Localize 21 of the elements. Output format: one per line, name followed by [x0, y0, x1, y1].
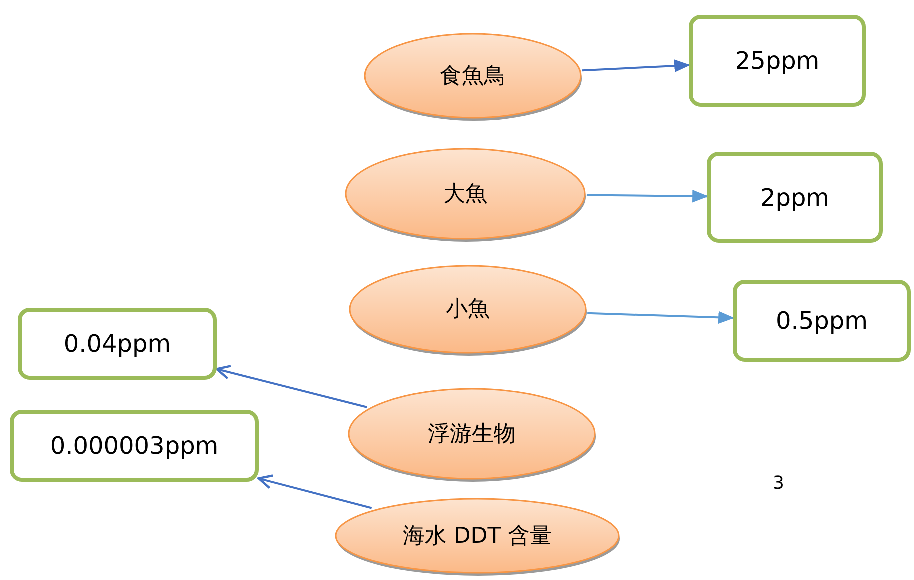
arrow — [586, 190, 709, 203]
concentration-value: 0.5ppm — [776, 306, 868, 337]
organism-label: 小魚 — [446, 296, 490, 324]
value-box — [733, 280, 911, 362]
arrow — [258, 474, 372, 510]
arrow — [588, 311, 735, 324]
arrow — [582, 60, 691, 72]
page-number: 3 — [773, 472, 784, 496]
value-box — [689, 15, 866, 107]
concentration-value: 0.04ppm — [64, 329, 172, 360]
value-box — [707, 152, 883, 243]
organism-label: 浮游生物 — [428, 420, 516, 448]
organism-label: 大魚 — [444, 180, 488, 208]
concentration-value: 25ppm — [735, 46, 820, 77]
value-box — [10, 410, 259, 482]
concentration-value: 2ppm — [760, 182, 830, 214]
organism-label: 海水 DDT 含量 — [402, 522, 552, 550]
concentration-value: 0.000003ppm — [50, 431, 219, 462]
arrow — [216, 365, 368, 408]
organism-label: 食魚鳥 — [440, 62, 506, 90]
value-box — [18, 308, 217, 380]
